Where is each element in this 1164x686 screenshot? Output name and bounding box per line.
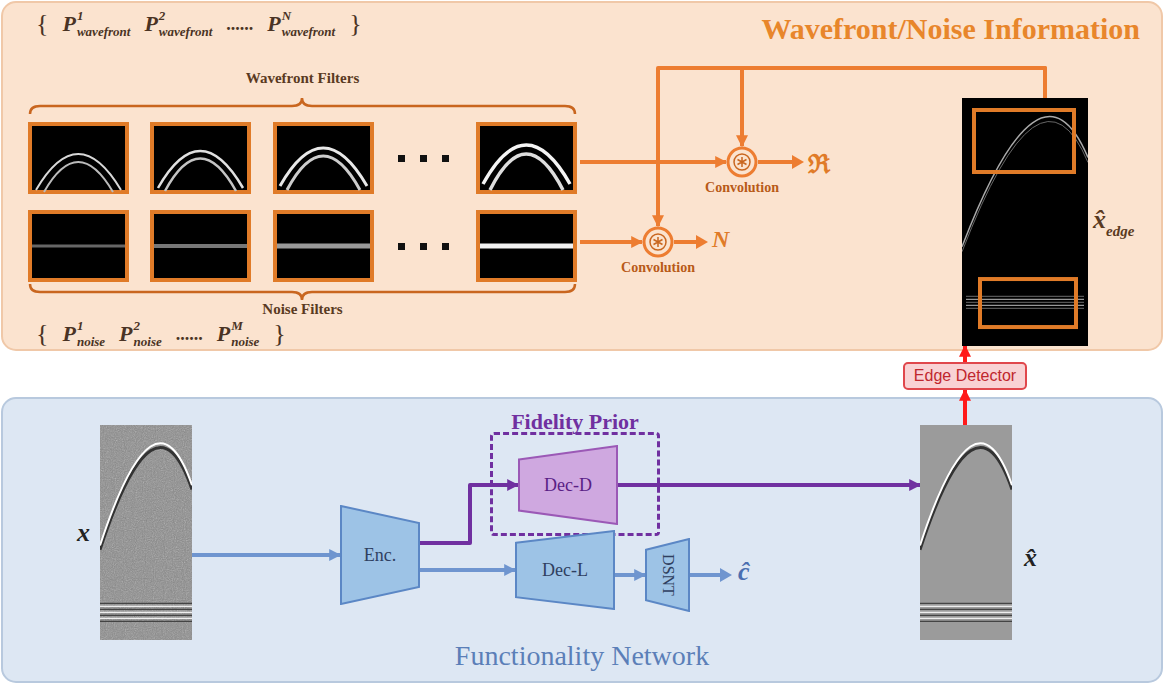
convolution-op: Convolution — [642, 226, 674, 258]
symbol: P — [62, 321, 75, 347]
filter-symbol: P2wavefront — [144, 8, 212, 40]
top-panel-ground — [2, 2, 1162, 350]
node-label: x — [77, 518, 90, 548]
output-symbol: ĉ — [738, 557, 750, 587]
subscript: noise — [134, 334, 162, 350]
brace — [30, 98, 575, 114]
node-label: x̂ — [1024, 543, 1037, 573]
symbol: P — [267, 11, 280, 37]
node-label: x̂ — [1093, 205, 1106, 234]
superscript: N — [282, 8, 335, 24]
filter-set-formula: {P1noiseP2noise......PMnoise} — [36, 318, 286, 350]
connector-arrow — [963, 346, 967, 362]
bottom-panel-ground — [2, 398, 1162, 682]
connector-arrow — [192, 553, 340, 557]
node-label: Dec-D — [544, 475, 592, 496]
connector-arrow — [618, 483, 920, 487]
filter-symbol: PNwavefront — [267, 8, 335, 40]
encoder-block: Enc. — [340, 505, 420, 605]
node-shape — [642, 226, 674, 258]
ellipsis: ...... — [176, 324, 203, 345]
brace: } — [349, 9, 361, 39]
index-stack: Mnoise — [231, 318, 259, 350]
connector-arrow — [420, 568, 515, 572]
symbol: P — [217, 321, 230, 347]
node-shape — [100, 425, 192, 640]
brace — [30, 284, 575, 300]
brace: { — [36, 9, 48, 39]
connector-arrow — [580, 160, 726, 164]
decoder-block: Dec-D — [518, 445, 618, 525]
superscript: M — [231, 318, 259, 334]
node-shape — [726, 146, 758, 178]
node-label: Noise Filters — [262, 301, 342, 318]
output-symbol: ℜ — [808, 145, 830, 181]
brace: { — [36, 319, 48, 349]
symbol: P — [62, 11, 75, 37]
node-label: Wavefront/Noise Information — [761, 12, 1140, 46]
node-label: Convolution — [621, 260, 695, 276]
prior-group: Fidelity PriorDec-D — [490, 432, 660, 536]
filter-group: Wavefront Filters — [25, 68, 580, 202]
node-label: Enc. — [364, 545, 396, 566]
subscript: wavefront — [159, 24, 212, 40]
index-stack: 1wavefront — [77, 8, 130, 40]
superscript: 2 — [159, 8, 212, 24]
wavefront-thumbnails — [30, 124, 575, 192]
process-box: Edge Detector — [903, 362, 1027, 390]
symbol: P — [144, 11, 157, 37]
index-stack: Nwavefront — [282, 8, 335, 40]
label-group: x̂edge — [1093, 205, 1134, 240]
connector-arrow — [615, 573, 645, 577]
filter-symbol: P1wavefront — [62, 8, 130, 40]
dsnt-block: DSNT — [645, 538, 690, 612]
node-label: Fidelity Prior — [511, 409, 639, 435]
node-shape — [962, 98, 1088, 346]
node-label: Functionality Network — [455, 640, 709, 672]
node-shape — [920, 425, 1012, 640]
filter-set-formula: {P1wavefrontP2wavefront......PNwavefront… — [36, 8, 362, 40]
subscript: wavefront — [282, 24, 335, 40]
output-arrows — [674, 155, 804, 582]
superscript: 1 — [77, 318, 105, 334]
filter-symbol: P1noise — [62, 318, 105, 350]
subscript: wavefront — [77, 24, 130, 40]
connector-arrow — [580, 240, 642, 244]
ellipsis-dots — [398, 155, 449, 250]
node-label: Convolution — [705, 180, 779, 196]
filter-group: Noise Filters — [25, 206, 580, 318]
filter-symbol: P2noise — [119, 318, 162, 350]
filter-symbol: PMnoise — [217, 318, 260, 350]
node-label: Dec-L — [542, 560, 588, 581]
index-stack: 2noise — [134, 318, 162, 350]
superscript: 1 — [77, 8, 130, 24]
connector-arrow — [963, 390, 967, 425]
panel: Functionality Network xEnc. Fidelity Prior… — [2, 398, 1162, 682]
ellipsis: ...... — [226, 14, 253, 35]
convolution-op: Convolution — [726, 146, 758, 178]
symbol: P — [119, 321, 132, 347]
node-label: Wavefront Filters — [246, 70, 359, 87]
index-stack: 1noise — [77, 318, 105, 350]
output-symbol: N — [712, 226, 729, 253]
noise-thumbnails — [30, 212, 575, 280]
edge-image: x̂edge — [962, 98, 1088, 346]
panel: Wavefront/Noise InformationWavefront Fil… — [2, 2, 1162, 350]
index-stack: 2wavefront — [159, 8, 212, 40]
input-image: x — [100, 425, 192, 640]
brace: } — [273, 319, 285, 349]
superscript: 2 — [134, 318, 162, 334]
node-label: Edge Detector — [914, 367, 1016, 385]
decoder-block: Dec-L — [515, 530, 615, 610]
subscript: noise — [231, 334, 259, 350]
output-image: x̂ — [920, 425, 1012, 640]
subscript: noise — [77, 334, 105, 350]
node-sublabel: edge — [1106, 223, 1134, 239]
node-label: DSNT — [659, 554, 677, 596]
